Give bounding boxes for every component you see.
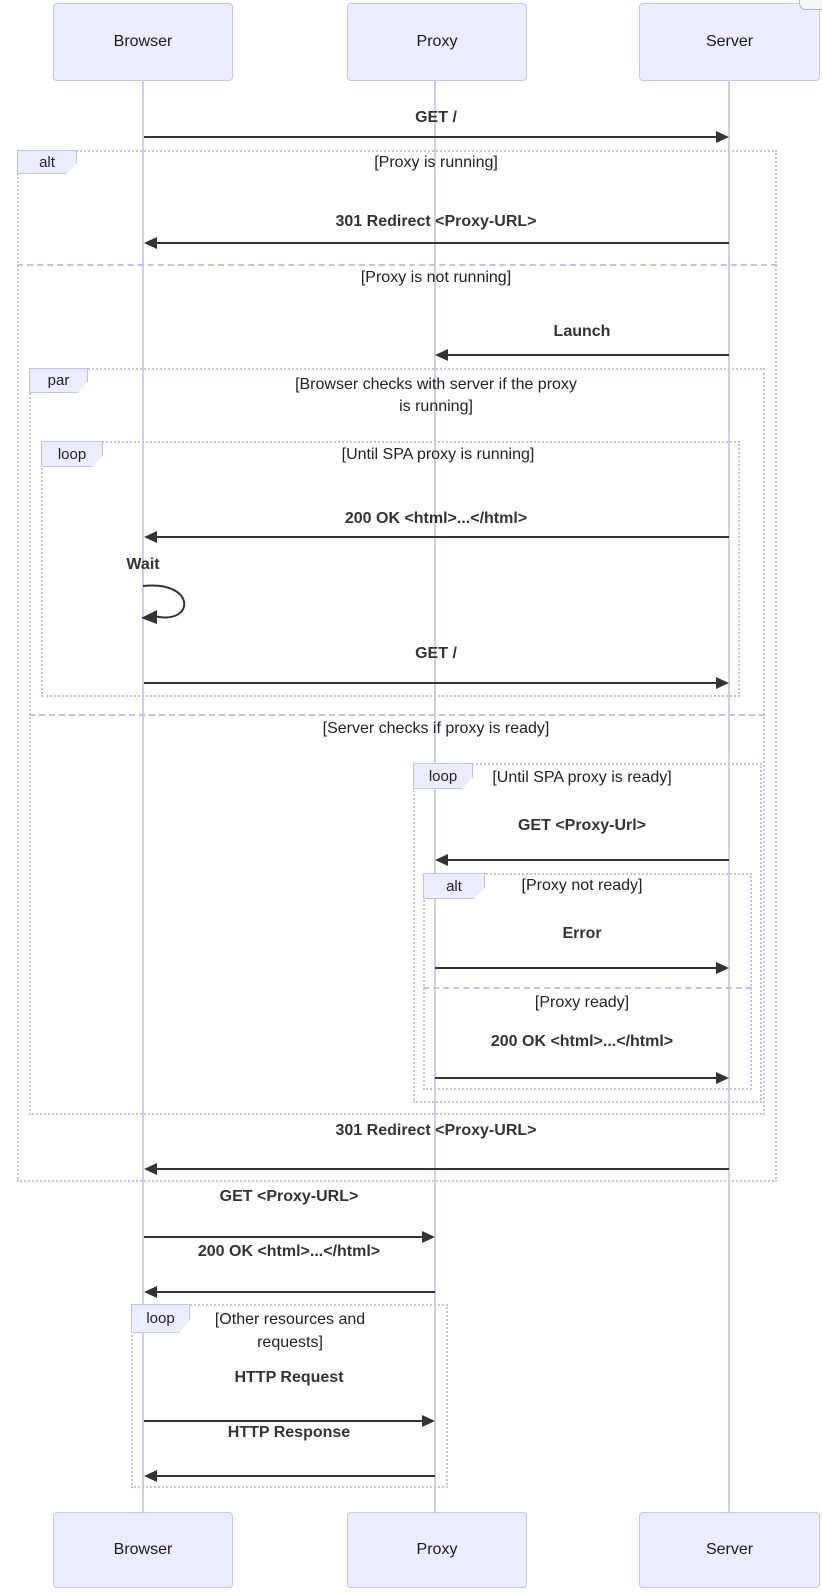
message-wait: Wait [126, 556, 160, 573]
arrow-wait-self-loop [141, 584, 186, 624]
arrow-200-ok-3 [144, 1286, 435, 1298]
actor-server-top-label: Server [705, 33, 754, 50]
loop-spa-running-label: loop [41, 441, 103, 467]
loop-other-title-line2: requests] [257, 1334, 323, 1351]
arrow-get-root-2 [144, 677, 729, 689]
actor-proxy-bottom-label: Proxy [416, 1541, 458, 1558]
par-title-line2: is running] [399, 398, 473, 415]
overlay-control-partial[interactable] [799, 0, 822, 10]
par-title-line1: [Browser checks with server if the proxy [295, 376, 577, 393]
alt-inner-label: alt [423, 873, 485, 899]
message-200-ok-3: 200 OK <html>...</html> [197, 1243, 381, 1260]
loop-spa-running-title: [Until SPA proxy is running] [341, 446, 535, 463]
alt-inner-section1-title: [Proxy not ready] [521, 877, 643, 894]
message-200-ok-2: 200 OK <html>...</html> [490, 1033, 674, 1050]
actor-server-bottom: Server [639, 1512, 820, 1588]
message-get-root-1: GET / [415, 109, 457, 126]
message-launch: Launch [553, 323, 611, 340]
alt-outer-label: alt [17, 150, 77, 174]
actor-browser-top: Browser [53, 3, 233, 81]
actor-server-top: Server [639, 3, 820, 81]
message-get-proxy-url-poll: GET <Proxy-Url> [517, 817, 647, 834]
arrow-301-redirect-1 [144, 237, 729, 249]
actor-browser-bottom: Browser [53, 1512, 233, 1588]
message-get-root-2: GET / [415, 645, 457, 662]
par-label: par [29, 368, 88, 393]
actor-proxy-top-label: Proxy [416, 33, 458, 50]
arrow-get-proxy-url [144, 1231, 435, 1243]
lifeline-proxy [434, 81, 436, 1512]
lifeline-server [728, 81, 730, 1512]
alt-inner-divider [423, 987, 752, 989]
alt-inner-section2-title: [Proxy ready] [534, 994, 630, 1011]
loop-spa-ready-title: [Until SPA proxy is ready] [492, 769, 672, 786]
arrow-200-ok-1 [144, 531, 729, 543]
loop-spa-ready-label: loop [413, 763, 473, 789]
loop-other-title-line1: [Other resources and [214, 1311, 366, 1328]
actor-browser-top-label: Browser [113, 33, 173, 50]
message-error: Error [562, 925, 602, 942]
actor-proxy-top: Proxy [347, 3, 527, 81]
actor-browser-bottom-label: Browser [113, 1541, 173, 1558]
arrow-get-root-1 [144, 131, 729, 143]
arrow-200-ok-2 [435, 1072, 729, 1084]
arrow-301-redirect-2 [144, 1163, 729, 1175]
message-200-ok-1: 200 OK <html>...</html> [344, 510, 528, 527]
message-http-request: HTTP Request [234, 1369, 344, 1386]
par-divider [29, 714, 765, 716]
message-301-redirect-2: 301 Redirect <Proxy-URL> [335, 1122, 537, 1139]
actor-server-bottom-label: Server [705, 1541, 754, 1558]
lifeline-browser [142, 81, 144, 1512]
message-get-proxy-url: GET <Proxy-URL> [219, 1188, 359, 1205]
alt-outer-section2-title: [Proxy is not running] [360, 269, 512, 286]
message-http-response: HTTP Response [227, 1424, 351, 1441]
arrow-get-proxy-url-poll [435, 854, 729, 866]
arrow-http-response [144, 1470, 435, 1482]
arrow-error [435, 962, 729, 974]
actor-proxy-bottom: Proxy [347, 1512, 527, 1588]
par-section2-title: [Server checks if proxy is ready] [322, 720, 550, 737]
message-301-redirect-1: 301 Redirect <Proxy-URL> [335, 213, 537, 230]
arrow-launch [435, 349, 729, 361]
alt-outer-divider [17, 264, 777, 266]
arrow-http-request [144, 1415, 435, 1427]
loop-other-requests-label: loop [131, 1304, 190, 1333]
alt-outer-section1-title: [Proxy is running] [374, 154, 498, 171]
